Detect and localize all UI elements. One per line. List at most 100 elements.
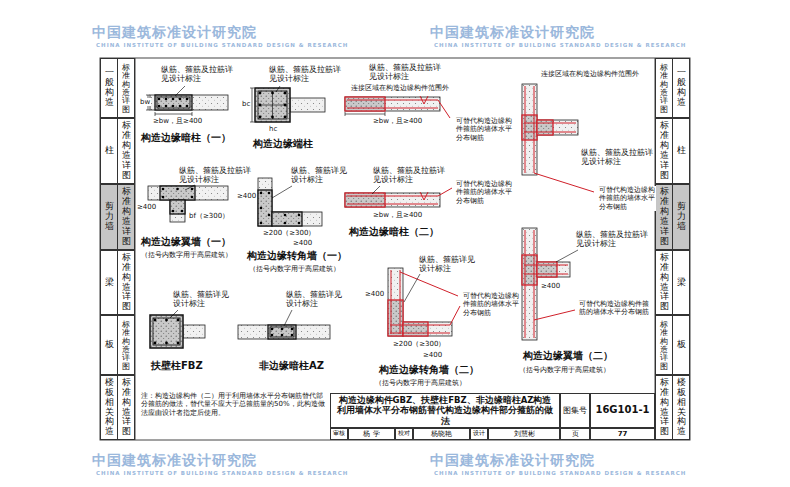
watermark-text: 中国建筑标准设计研究院 [92,24,257,41]
vertical-tab-text: 剪力墙 [105,202,114,232]
title-block-text: 77 [616,430,630,439]
vertical-tab-text: 标准构造详图 [122,320,130,371]
sidebar-column: 标准构造详图 [656,376,672,439]
watermark-text: 中国建筑标准设计研究院 [92,452,257,469]
callout-text: 纵筋、箍筋及拉筋详见设计标注 [575,230,649,248]
title-block-text: 图集号 [561,406,589,415]
callout-text: 纵筋、箍筋及拉筋详见设计标注 [178,166,252,184]
sidebar-column: 标准构造详图 [117,119,134,183]
callout-text: 纵筋、箍筋及拉筋详见设计标注 [160,65,234,83]
dimension-label: bw [139,98,151,106]
title-block-text: 页 [570,430,581,438]
figure-note: （括号内数字用于高层建筑） [518,366,611,374]
vertical-tab-text: 楼板相关构造 [105,378,114,437]
sidebar-column: 标准构造详图 [656,59,672,117]
figure-title: 构造边缘暗柱（二） [348,226,440,238]
sidebar-column: 标准构造详图 [656,251,672,314]
vertical-tab-text: 标准构造详图 [660,378,669,437]
watermark-text: CHINA INSTITUTE OF BUILDING STANDARD DES… [434,470,686,477]
vertical-tab-text: 板 [105,340,114,350]
callout-text: 可替代构造边缘构件箍筋的墙体水平分布钢筋 [462,292,520,317]
sidebar-column: 标准构造详图 [117,376,134,439]
callout-text: 纵筋、箍筋详见设计标注 [172,290,230,308]
vertical-tab-text: 标准构造详图 [660,320,668,371]
callout-text: 连接区域在构造边缘构件范围外 [540,70,640,78]
title-block-cell: 页 [560,428,590,440]
sidebar-column: 标准构造详图 [117,316,134,374]
note-text: 注：构造边缘构件（二）用于利用墙体水平分布钢筋替代部分箍筋的做法，替代量不应大于… [140,392,330,417]
figure-title: 构造边缘转角墙（一） [246,250,348,262]
dimension-label: ≥400 [292,239,313,247]
title-block-text: 刘慧彬 [512,430,537,438]
sidebar-tab: 剪力墙标准构造详图 [100,184,135,250]
sidebar-column: 柱 [672,119,689,183]
sidebar-column: 梁 [672,251,689,314]
dimension-label: ≥bw，且≥400 [372,211,423,219]
vertical-tab-text: 标准构造详图 [660,121,669,180]
vertical-tab-text: 一般构造 [677,68,686,108]
callout-text: 纵筋、箍筋详见设计标注 [285,290,343,308]
vertical-tab-text: 标准构造详图 [122,378,131,437]
figure-title: 构造边缘端柱 [252,138,314,150]
title-block-cell: 校对 [395,428,413,440]
vertical-tab-text: 标准构造详图 [122,63,130,114]
dimension-label: ≥200（≥300） [262,229,316,237]
title-block-text: 杨 学 [361,430,381,438]
title-block-cell: 图集号 [560,393,590,428]
watermark-text: 中国建筑标准设计研究院 [430,24,595,41]
figure-title: 非边缘暗柱AZ [258,360,325,372]
title-block-text: 构造边缘构件GBZ、扶壁柱FBZ、非边缘暗柱AZ构造 利用墙体水平分布钢筋替代构… [331,395,559,427]
dimension-label: ≥bw，且≥400 [372,117,423,125]
title-block-cell: 设计 [470,428,488,440]
callout-text: 纵筋、箍筋及拉筋详见设计标注 [268,65,342,83]
figure-title: 构造边缘翼墙（二） [522,350,614,362]
sidebar-column: 一般构造 [672,59,689,117]
dimension-label: ≥400 [422,351,443,359]
sidebar-tab: 梁标准构造详图 [100,250,135,315]
figure-note: （括号内数字用于高层建筑） [248,265,341,273]
sidebar-tab: 一般构造标准构造详图 [100,58,135,118]
dimension-label: ≥400 [540,282,561,290]
figure-title: 构造边缘转角墙（二） [378,364,480,376]
vertical-tab-text: 一般构造 [105,68,114,108]
vertical-tab-text: 标准构造详图 [660,187,669,246]
vertical-tab-text: 梁 [105,278,114,288]
title-block-cell: 77 [590,428,655,440]
callout-text: 可替代构造边缘构件箍筋的墙体水平分布钢筋 [455,180,519,205]
sidebar-column: 柱 [101,119,117,183]
figure-note: （括号内数字用于高层建筑） [374,379,467,387]
title-block-text: 杨晓艳 [429,430,454,438]
watermark-text: CHINA INSTITUTE OF BUILDING STANDARD DES… [96,42,348,49]
title-block-text: 设计 [471,430,487,437]
dimension-label: ≥400 [136,203,157,211]
callout-text: 可替代构造边缘构件箍筋的墙体水平分布钢筋 [578,300,650,317]
figure-title: 构造边缘暗柱（一） [140,132,232,144]
sidebar-column: 标准构造详图 [656,316,672,374]
title-block-cell: 16G101-1 [590,393,655,428]
title-block-text: 审核 [331,430,347,437]
sidebar-column: 标准构造详图 [117,185,134,249]
title-block-cell: 审核 [330,428,348,440]
callout-text: 可替代构造边缘构件箍筋的墙体水平分布钢筋 [455,117,519,142]
sidebar-column: 一般构造 [101,59,117,117]
callout-text: 纵筋、箍筋详见设计标注 [290,166,348,184]
title-block-cell: 杨 学 [348,428,395,440]
vertical-tab-text: 标准构造详图 [122,253,131,312]
sidebar-tab: 标准构造详图梁 [655,250,690,315]
sidebar-column: 板 [101,316,117,374]
title-block-cell: 构造边缘构件GBZ、扶壁柱FBZ、非边缘暗柱AZ构造 利用墙体水平分布钢筋替代构… [330,393,560,428]
dimension-label: ≥400 [364,290,385,298]
sidebar-tab: 柱标准构造详图 [100,118,135,184]
sidebar-tab: 标准构造详图一般构造 [655,58,690,118]
callout-text: 纵筋、箍筋及拉筋详见设计标注 [372,166,446,184]
sidebar-column: 标准构造详图 [117,59,134,117]
dimension-label: ≥400 [236,192,257,200]
sidebar-tab: 标准构造详图剪力墙 [655,184,690,250]
dimension-label: ≥bw，且≥400 [152,117,203,125]
sidebar-column: 楼板相关构造 [672,376,689,439]
vertical-tab-text: 标准构造详图 [122,121,131,180]
sidebar-column: 剪力墙 [672,185,689,249]
sidebar-column: 剪力墙 [101,185,117,249]
dimension-label: ≥200（≥300） [392,340,446,348]
